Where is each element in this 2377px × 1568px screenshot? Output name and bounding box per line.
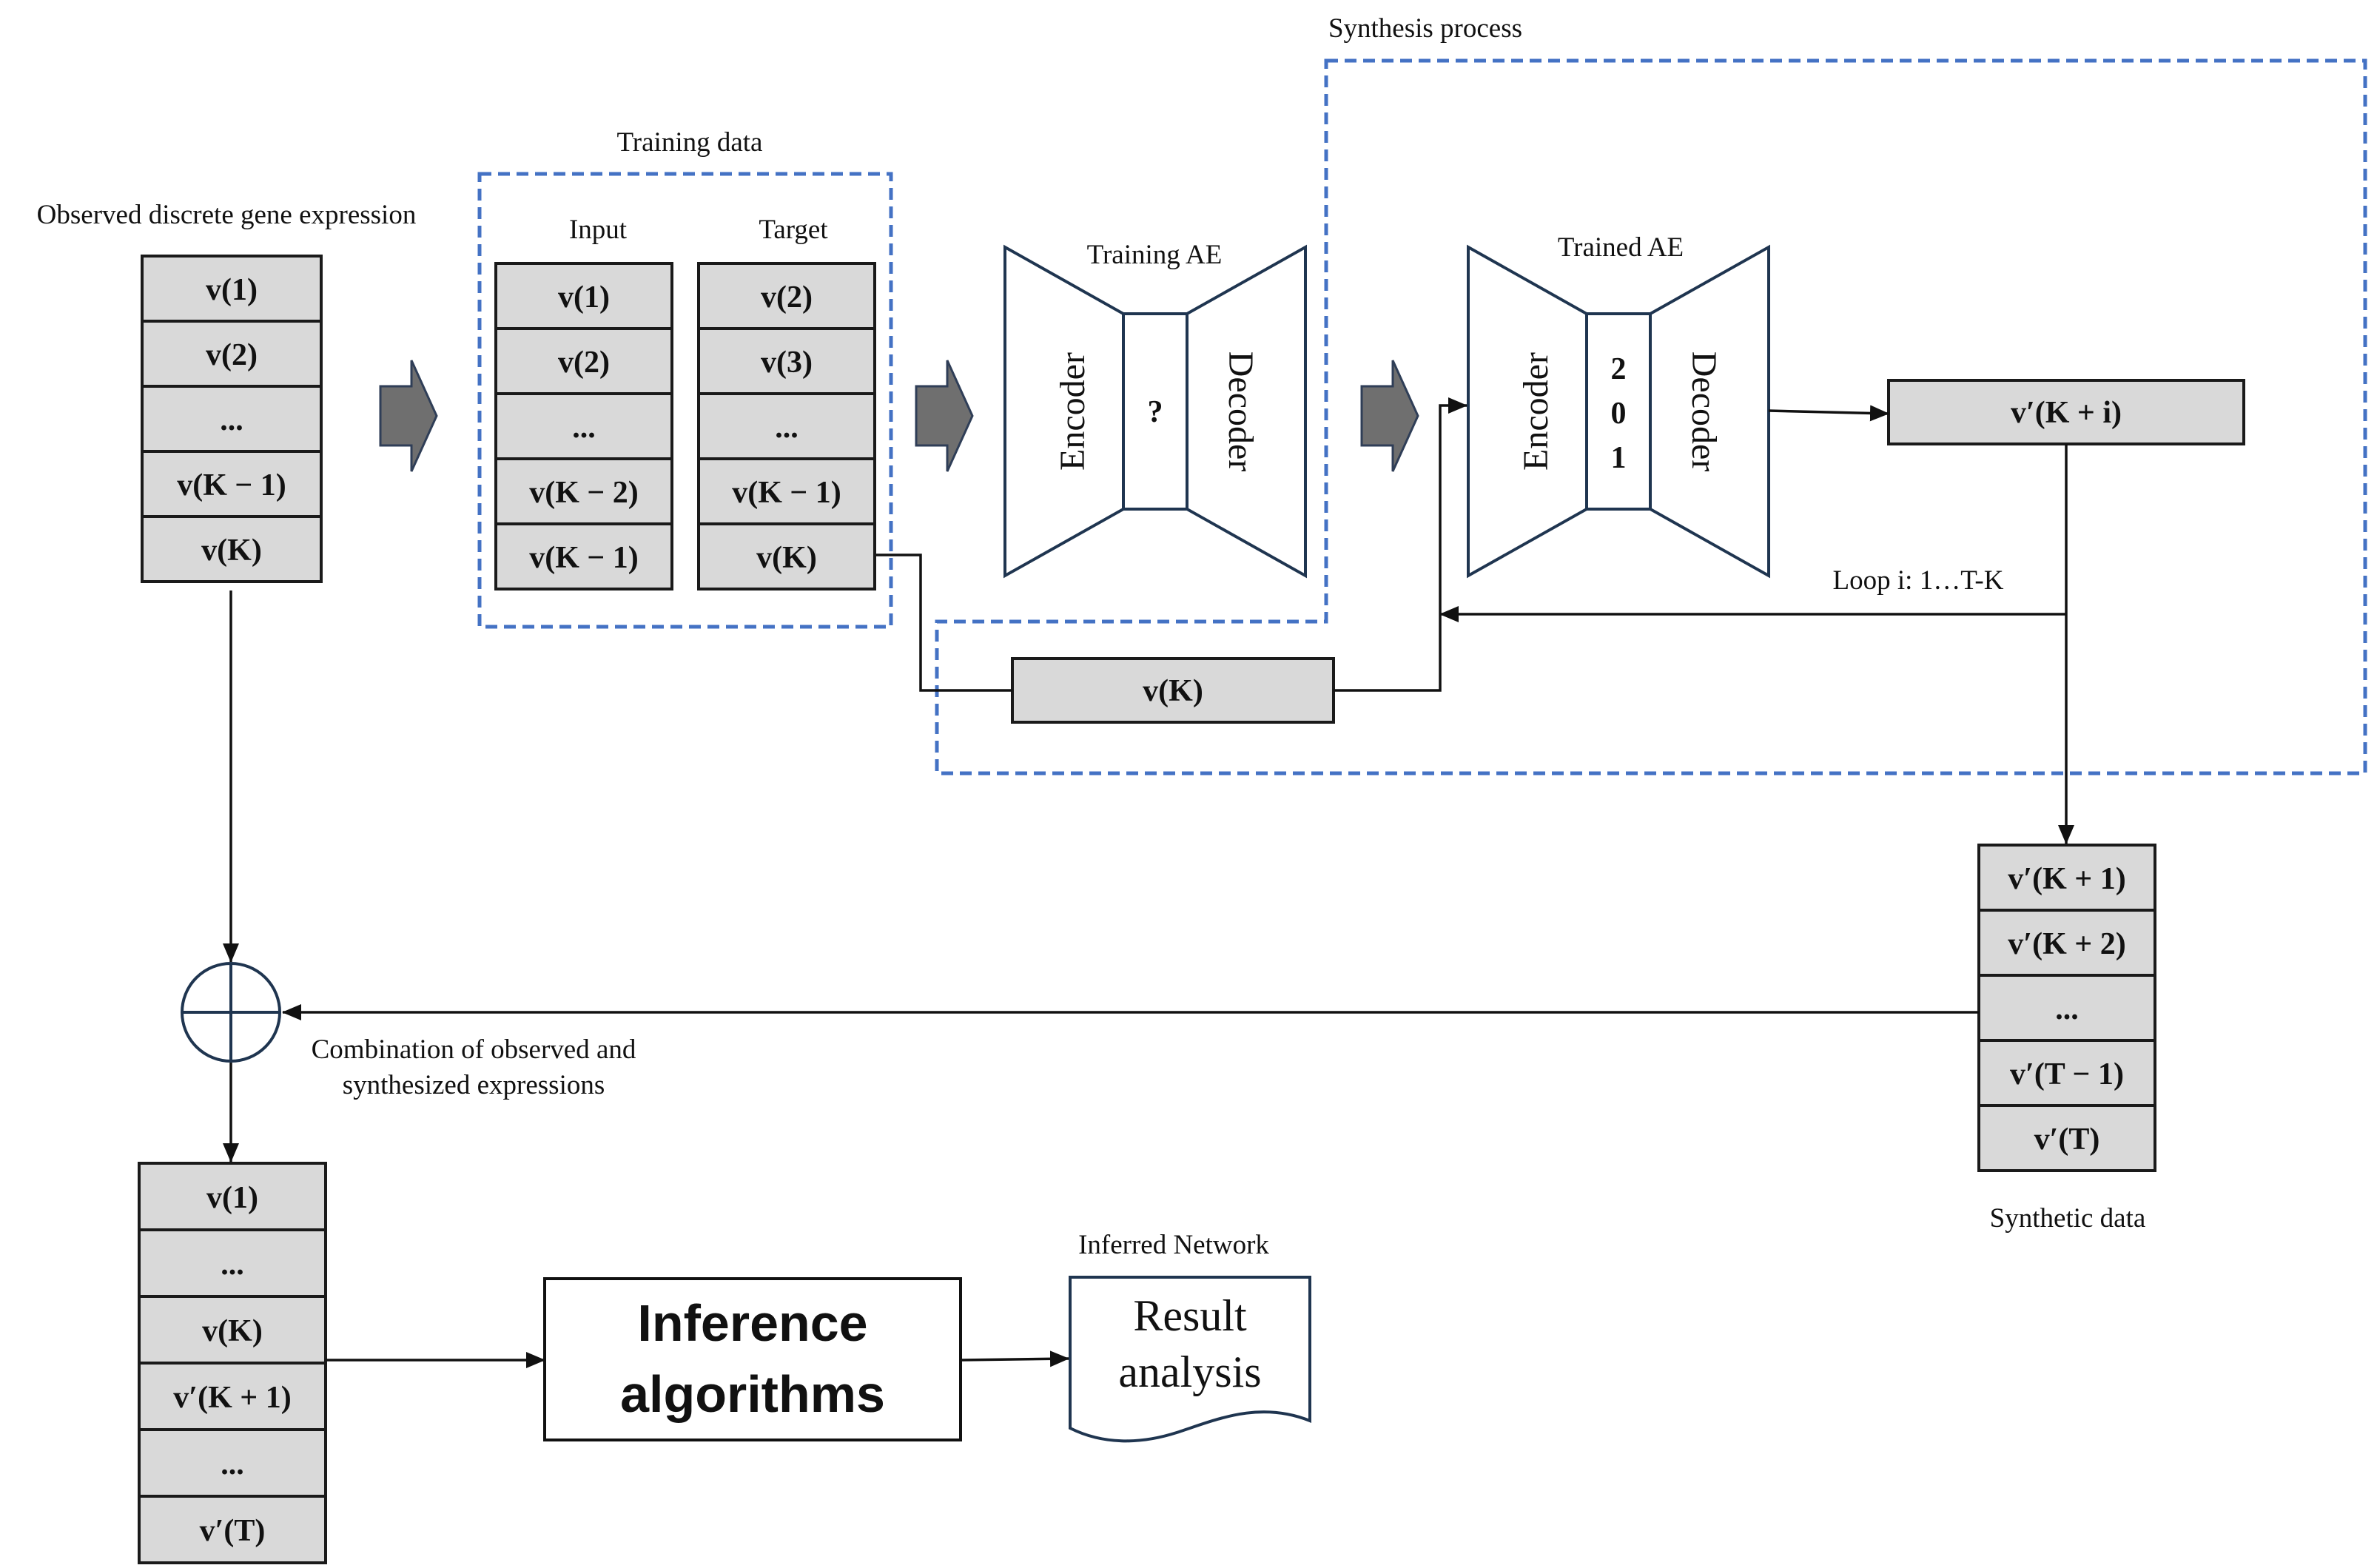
combined-cell: [138, 1228, 327, 1298]
target-to-vk-line: [876, 553, 1012, 692]
result-line-1: Result: [1133, 1291, 1247, 1340]
target-cell-label: v(2): [761, 280, 813, 314]
target-cell-label: ...: [775, 411, 799, 445]
input-cell: [494, 457, 673, 525]
synthetic-data-stack: v′(K + 1) v′(K + 2)... v′(T − 1) v′(T): [1977, 844, 2156, 1172]
input-cell: [494, 522, 673, 590]
observed-cell: [141, 385, 323, 453]
combined-cell: [138, 1295, 327, 1365]
flow-arrow-2: [915, 360, 974, 472]
target-stack: v(2) v(3)... v(K − 1) v(K): [697, 262, 876, 590]
synthetic-cell-label: v′(T): [2034, 1123, 2100, 1157]
result-line-2: analysis: [1118, 1347, 1261, 1396]
inference-line-2: algorithms: [620, 1365, 885, 1423]
trained-latent-digit-1: 2: [1611, 352, 1627, 386]
synthetic-cell: [1977, 909, 2156, 977]
combined-cell: [138, 1162, 327, 1231]
combined-cell-label: ...: [221, 1248, 244, 1282]
synthetic-cell-label: v′(K + 2): [2008, 927, 2125, 961]
synthesis-process-label: Synthesis process: [1328, 13, 1522, 44]
combined-cell-label: v′(T): [200, 1514, 266, 1548]
combined-cell-label: ...: [221, 1447, 244, 1481]
combined-cell-label: v(1): [206, 1181, 258, 1215]
vk-to-trained-ae-line: [1334, 397, 1467, 692]
target-cell: [697, 522, 876, 590]
flow-arrow-3: [1360, 360, 1419, 472]
result-analysis-document: [1069, 1276, 1311, 1443]
trained-encoder-label: Encoder: [1516, 352, 1556, 471]
combination-label-line1: Combination of observed and: [312, 1034, 636, 1065]
training-encoder-label: Encoder: [1053, 352, 1092, 471]
combined-cell-label: v(K): [202, 1314, 263, 1348]
training-latent-box: [1122, 312, 1188, 511]
synthetic-cell-label: v′(K + 1): [2008, 862, 2125, 896]
training-data-dashed-box: [477, 172, 893, 629]
trained-latent-digit-3: 1: [1611, 441, 1627, 475]
input-cell: [494, 392, 673, 460]
training-autoencoder: Encoder Decoder ?: [1003, 244, 1307, 579]
target-cell: [697, 392, 876, 460]
vk-box-label: v(K): [1143, 674, 1203, 708]
combination-operator-icon: [181, 962, 281, 1063]
trained-latent-digit-2: 0: [1611, 397, 1627, 431]
observed-cell-label: v(K − 1): [177, 468, 286, 502]
training-decoder-label: Decoder: [1221, 351, 1260, 472]
combined-cell: [138, 1495, 327, 1564]
vk-box: [1011, 657, 1335, 724]
combined-cell: [138, 1362, 327, 1431]
synthetic-cell-label: ...: [2055, 992, 2079, 1026]
synthesis-process-dashed-region: [935, 58, 2367, 775]
input-cell: [494, 262, 673, 330]
target-cell: [697, 457, 876, 525]
target-cell: [697, 262, 876, 330]
inference-to-result-arrow: [960, 1350, 1069, 1367]
input-cell-label: v(1): [558, 280, 610, 314]
observed-cell-label: v(2): [206, 338, 258, 372]
observed-cell: [141, 515, 323, 583]
inference-line-1: Inference: [637, 1294, 867, 1352]
flow-arrow-1: [379, 360, 438, 472]
input-cell-label: v(K − 2): [529, 476, 639, 510]
training-ae-label: Training AE: [1087, 240, 1223, 270]
synthetic-cell-label: v′(T − 1): [2010, 1057, 2124, 1091]
training-data-label: Training data: [617, 127, 763, 158]
synthetic-cell: [1977, 1104, 2156, 1172]
combined-cell: [138, 1428, 327, 1498]
inference-algorithms-box: [543, 1277, 962, 1441]
input-label: Input: [569, 215, 628, 245]
target-cell-label: v(K − 1): [732, 476, 841, 510]
decoder-to-output-arrow: [1768, 405, 1889, 422]
trained-autoencoder: Encoder Decoder 2 0 1: [1467, 244, 1770, 579]
combination-label-line2: synthesized expressions: [343, 1070, 605, 1100]
observed-cell-label: v(1): [206, 273, 258, 307]
observed-cell-label: v(K): [201, 534, 262, 568]
synthetic-cell: [1977, 1039, 2156, 1107]
observed-cell-label: ...: [220, 403, 243, 437]
input-cell-label: v(2): [558, 346, 610, 380]
synthetic-cell: [1977, 844, 2156, 912]
observed-label: Observed discrete gene expression: [37, 200, 417, 230]
output-box-label: v′(K + i): [2011, 396, 2122, 430]
combined-cell-label: v′(K + 1): [173, 1381, 291, 1415]
loop-label: Loop i: 1…T-K: [1833, 565, 2004, 596]
trained-latent-box: [1585, 312, 1652, 511]
input-cell-label: v(K − 1): [529, 541, 639, 575]
input-cell: [494, 327, 673, 395]
input-cell-label: ...: [572, 411, 596, 445]
target-label: Target: [759, 215, 828, 245]
inferred-network-label: Inferred Network: [1078, 1230, 1269, 1260]
observed-cell: [141, 255, 323, 323]
trained-decoder-label: Decoder: [1684, 351, 1724, 472]
target-cell-label: v(3): [761, 346, 813, 380]
combined-expression-stack: v(1)... v(K) v′(K + 1)... v′(T): [138, 1162, 327, 1564]
synthetic-data-label: Synthetic data: [1990, 1203, 2146, 1234]
input-stack: v(1) v(2)... v(K − 2) v(K − 1): [494, 262, 673, 590]
observed-expression-stack: v(1) v(2)... v(K − 1) v(K): [141, 255, 323, 583]
target-cell-label: v(K): [756, 541, 817, 575]
trained-ae-label: Trained AE: [1558, 232, 1684, 263]
training-latent-label: ?: [1148, 395, 1163, 429]
observed-cell: [141, 450, 323, 518]
synthetic-cell: [1977, 974, 2156, 1042]
